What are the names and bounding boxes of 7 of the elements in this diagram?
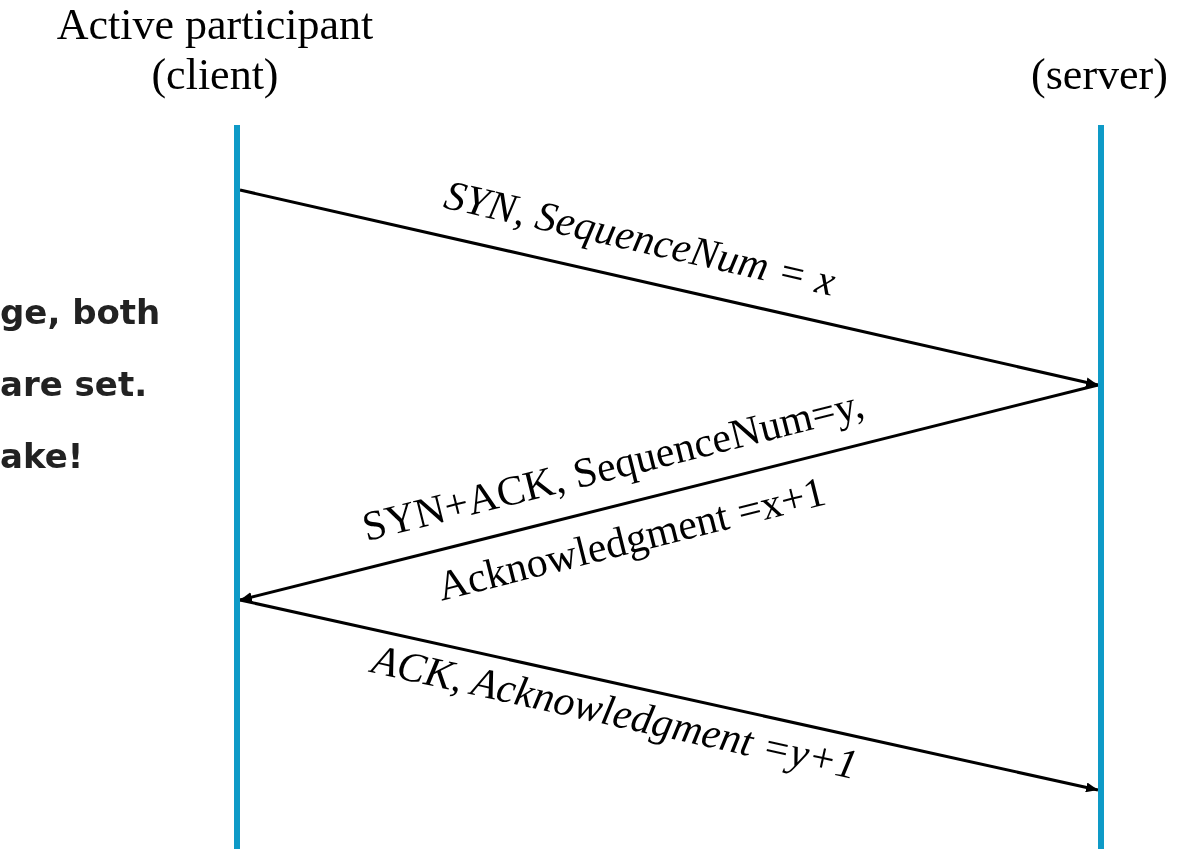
participant-label: Active participant (client) — [55, 0, 375, 100]
note-text: ge, both are set. — [0, 291, 162, 406]
note-text: ake! — [0, 435, 85, 478]
arrow — [239, 188, 1099, 388]
participant-label: (server) — [1030, 50, 1169, 100]
arrow — [239, 383, 1099, 602]
arrow — [239, 598, 1099, 793]
